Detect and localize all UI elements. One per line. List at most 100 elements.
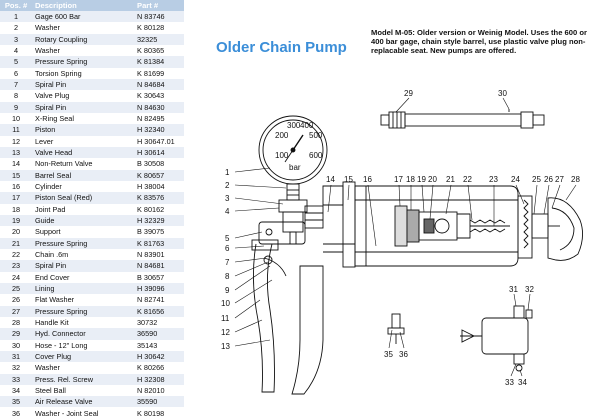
row-part: B 30657 (137, 272, 165, 282)
row-pos: 29 (0, 328, 32, 340)
row-pos: 20 (11, 227, 21, 237)
row-description: Washer (35, 23, 60, 33)
callout-9: 9 (225, 286, 230, 295)
row-pos: 28 (11, 318, 21, 328)
row-part: N 84684 (134, 78, 184, 91)
row-description: Pressure Spring (32, 56, 134, 68)
row-pos: 8 (13, 91, 19, 101)
row-description: Torsion Spring (35, 68, 82, 78)
callout-30: 30 (498, 89, 507, 98)
table-row: 2 Washer K 80128 (0, 22, 184, 33)
row-description: Lining (32, 282, 134, 295)
row-pos: 7 (0, 78, 32, 91)
row-part: B 39075 (137, 227, 165, 237)
row-description: Chain .6m (35, 250, 69, 260)
callout-7: 7 (225, 258, 230, 267)
callout-23: 23 (489, 175, 498, 184)
row-part: 36590 (134, 328, 184, 340)
callout-35: 35 (384, 350, 393, 359)
callout-numbers: 1 2 3 4 5 6 7 8 9 10 11 12 13 14 15 16 1… (221, 89, 580, 387)
handle-lever (251, 239, 324, 395)
row-part: N 82741 (137, 295, 165, 305)
row-part: H 30647.01 (137, 136, 175, 146)
row-pos: 5 (0, 56, 32, 68)
table-row: 28 Handle Kit 30732 (0, 317, 184, 328)
callout-19: 19 (417, 175, 426, 184)
callout-1: 1 (225, 168, 230, 177)
row-pos: 23 (0, 260, 32, 272)
header-pos: Pos. # (0, 0, 32, 11)
row-part: K 81763 (134, 237, 184, 249)
callout-14: 14 (326, 175, 335, 184)
row-part: K 80162 (137, 204, 165, 214)
gauge-tick-6: 600 (309, 151, 323, 160)
row-part: K 80128 (137, 23, 165, 33)
row-description: Air Release Valve (32, 396, 134, 408)
row-pos: 3 (0, 33, 32, 45)
row-part: H 32340 (134, 124, 184, 136)
row-part: N 84681 (134, 260, 184, 272)
row-pos: 2 (13, 23, 19, 33)
row-pos: 36 (11, 408, 21, 418)
gauge-unit: bar (289, 163, 301, 172)
callout-6: 6 (225, 244, 230, 253)
row-part: K 80198 (137, 408, 165, 418)
air-release-detail (387, 313, 405, 344)
row-pos: 13 (0, 146, 32, 159)
row-description: Spiral Pin (32, 78, 134, 91)
row-pos: 12 (11, 136, 21, 146)
row-description: Piston (32, 124, 134, 136)
row-part: K 81699 (137, 68, 165, 78)
row-part: B 30508 (137, 159, 165, 169)
row-part: K 30643 (137, 91, 165, 101)
row-description: Guide (32, 214, 134, 227)
row-description: Cylinder (35, 182, 62, 192)
row-part: N 83746 (134, 11, 184, 23)
row-pos: 22 (11, 250, 21, 260)
table-row: 22 Chain .6m N 83901 (0, 249, 184, 260)
callout-4: 4 (225, 207, 230, 216)
row-part: H 30642 (134, 350, 184, 363)
row-pos: 35 (0, 396, 32, 408)
row-description: Washer (35, 46, 60, 56)
row-part: 30732 (137, 318, 158, 328)
gauge-tick-1: 100 (275, 151, 289, 160)
row-description: Rotary Coupling (32, 33, 134, 45)
row-description: Joint Pad (35, 204, 66, 214)
row-description: Hose - 12" Long (35, 340, 88, 350)
callout-2: 2 (225, 181, 230, 190)
header-description: Description (32, 0, 134, 11)
row-pos: 32 (11, 363, 21, 373)
row-description: Handle Kit (35, 318, 69, 328)
valve-head (258, 199, 324, 265)
callout-22: 22 (463, 175, 472, 184)
row-part: N 84630 (134, 101, 184, 113)
row-part: K 83576 (134, 192, 184, 204)
row-description: Steel Ball (35, 385, 66, 395)
row-part: H 32308 (134, 373, 184, 385)
callout-20: 20 (428, 175, 437, 184)
row-part: H 38004 (137, 182, 165, 192)
piston-internals (394, 205, 510, 247)
row-part: N 83901 (137, 250, 165, 260)
row-description: Flat Washer (35, 295, 75, 305)
callout-21: 21 (446, 175, 455, 184)
row-pos: 26 (11, 295, 21, 305)
